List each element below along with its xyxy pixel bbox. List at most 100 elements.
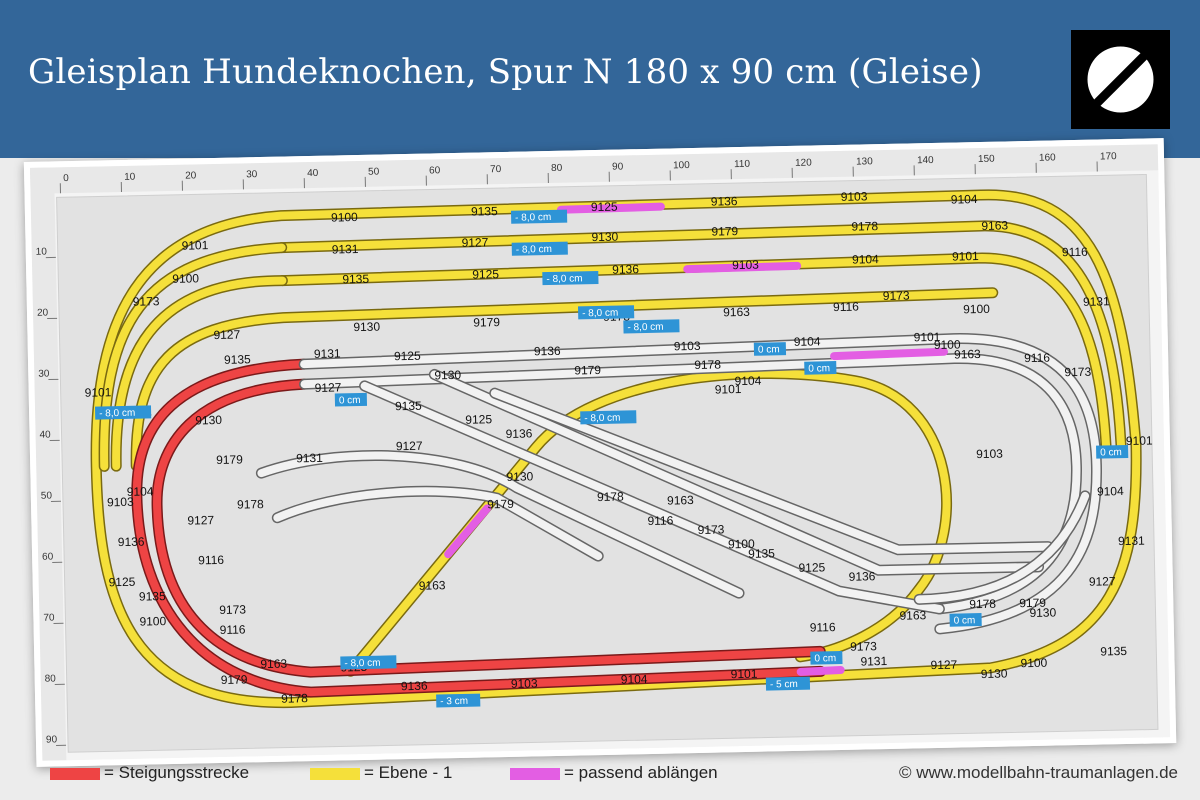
height-badge-label: - 8,0 cm <box>584 413 620 425</box>
track-number-label: 9116 <box>198 553 224 568</box>
height-badge-label: 0 cm <box>758 344 780 355</box>
track-number-label: 9131 <box>314 346 341 361</box>
top-ruler-label: 20 <box>185 170 197 181</box>
track-number-label: 9136 <box>534 344 561 359</box>
height-badge <box>436 693 481 708</box>
track-number-label: 9116 <box>833 300 859 315</box>
height-badge-label: - 8,0 cm <box>546 273 582 285</box>
track-number-label: 9101 <box>715 382 742 397</box>
page-title: Gleisplan Hundeknochen, Spur N 180 x 90 … <box>28 52 983 92</box>
track-number-label: 9104 <box>127 484 154 499</box>
track-number-label: 9116 <box>810 620 836 635</box>
track-number-label: 9173 <box>883 288 910 303</box>
track-number-label: 9104 <box>1097 484 1124 499</box>
height-badge-label: - 3 cm <box>440 696 468 708</box>
height-badge <box>580 410 637 425</box>
track-number-label: 9136 <box>401 679 428 694</box>
top-ruler-label: 130 <box>856 156 873 167</box>
track-number-label: 9104 <box>734 374 761 389</box>
header-bar: Gleisplan Hundeknochen, Spur N 180 x 90 … <box>0 0 1200 158</box>
track-number-label: 9179 <box>473 315 500 330</box>
track-number-label: 9125 <box>465 412 492 427</box>
height-badge <box>804 361 837 375</box>
height-badge <box>510 209 568 224</box>
height-badge-label: - 5 cm <box>770 679 798 691</box>
track-number-label: 9116 <box>1062 245 1088 260</box>
track-number-label: 9101 <box>181 238 208 253</box>
track-number-label: 9127 <box>213 328 240 343</box>
left-ruler-label: 40 <box>39 429 51 440</box>
track-number-label: 9163 <box>667 493 694 508</box>
track-number-label: 9103 <box>107 495 134 510</box>
track-number-label: 9127 <box>930 658 957 673</box>
track-number-label: 9100 <box>934 337 961 352</box>
track-number-label: 9101 <box>731 667 758 682</box>
track-number-label: 9125 <box>591 200 618 215</box>
height-badge-label: 0 cm <box>808 363 830 374</box>
track-number-label: 9101 <box>952 249 979 264</box>
height-badge-label: - 8,0 cm <box>99 408 135 420</box>
track-number-label: 9101 <box>1126 433 1153 448</box>
track-number-label: 9125 <box>798 560 825 575</box>
track-number-label: 9163 <box>260 657 287 672</box>
track-number-label: 9100 <box>1020 656 1047 671</box>
left-ruler <box>29 167 67 761</box>
track-number-label: 9100 <box>172 271 199 286</box>
track-number-label: 9104 <box>951 192 978 207</box>
track-number-label: 9101 <box>914 330 941 345</box>
track-number-label: 9178 <box>851 219 878 234</box>
track-number-label: 9125 <box>472 267 499 282</box>
top-ruler-label: 140 <box>917 155 934 166</box>
top-ruler-label: 160 <box>1039 152 1056 163</box>
left-ruler-label: 30 <box>38 369 50 380</box>
left-ruler-label: 80 <box>45 673 57 684</box>
track-number-label: 9179 <box>574 363 601 378</box>
track-number-label: 9103 <box>976 447 1003 462</box>
height-badge <box>94 405 152 420</box>
track-number-label: 9178 <box>281 691 308 706</box>
track-number-label: 9179 <box>221 672 248 687</box>
track-number-label: 9127 <box>461 235 488 250</box>
top-ruler-label: 90 <box>612 161 624 172</box>
credit-text: © www.modellbahn-traumanlagen.de <box>898 763 1178 782</box>
track-number-label: 9131 <box>1083 294 1110 309</box>
track-number-label: 9173 <box>1064 365 1091 380</box>
top-ruler-label: 40 <box>307 168 319 179</box>
track-number-label: 9104 <box>794 334 821 349</box>
left-ruler-label: 60 <box>42 551 54 562</box>
height-badge <box>577 305 635 320</box>
track-number-label: 9135 <box>224 352 251 367</box>
magenta-segment-5 <box>796 666 845 676</box>
track-number-label: 9125 <box>109 575 136 590</box>
track-number-label: 9101 <box>85 385 112 400</box>
left-ruler-label: 70 <box>43 612 55 623</box>
left-ruler-label: 10 <box>36 247 48 258</box>
track-number-label: 9130 <box>1029 605 1056 620</box>
track-number-label: 9163 <box>419 578 446 593</box>
top-ruler-label: 10 <box>124 172 136 183</box>
height-badge <box>765 676 811 691</box>
left-ruler-label: 90 <box>46 734 58 745</box>
track-number-label: 9136 <box>118 535 145 550</box>
track-number-label: 9163 <box>981 218 1008 233</box>
top-ruler-label: 170 <box>1100 151 1117 162</box>
track-number-label: 9100 <box>139 614 166 629</box>
track-number-label: 9178 <box>694 357 721 372</box>
track-number-label: 9116 <box>647 513 673 528</box>
top-ruler-label: 0 <box>63 173 69 184</box>
track-number-label: 9136 <box>612 262 639 277</box>
track-number-label: 9131 <box>1118 534 1145 549</box>
top-ruler <box>29 144 1159 194</box>
track-number-label: 9135 <box>1100 644 1127 659</box>
legend-swatch-red <box>50 768 100 780</box>
legend: = Steigungsstrecke = Ebene - 1 = passend… <box>0 760 1200 790</box>
track-number-label: 9179 <box>216 452 243 467</box>
height-badge-label: 0 cm <box>814 653 836 664</box>
track-number-label: 9173 <box>850 639 877 654</box>
height-badge-label: - 8,0 cm <box>516 244 552 256</box>
track-number-label: 9125 <box>394 349 421 364</box>
height-badge <box>810 650 843 665</box>
track-number-label: 9173 <box>698 522 725 537</box>
track-number-label: 9178 <box>237 497 264 512</box>
